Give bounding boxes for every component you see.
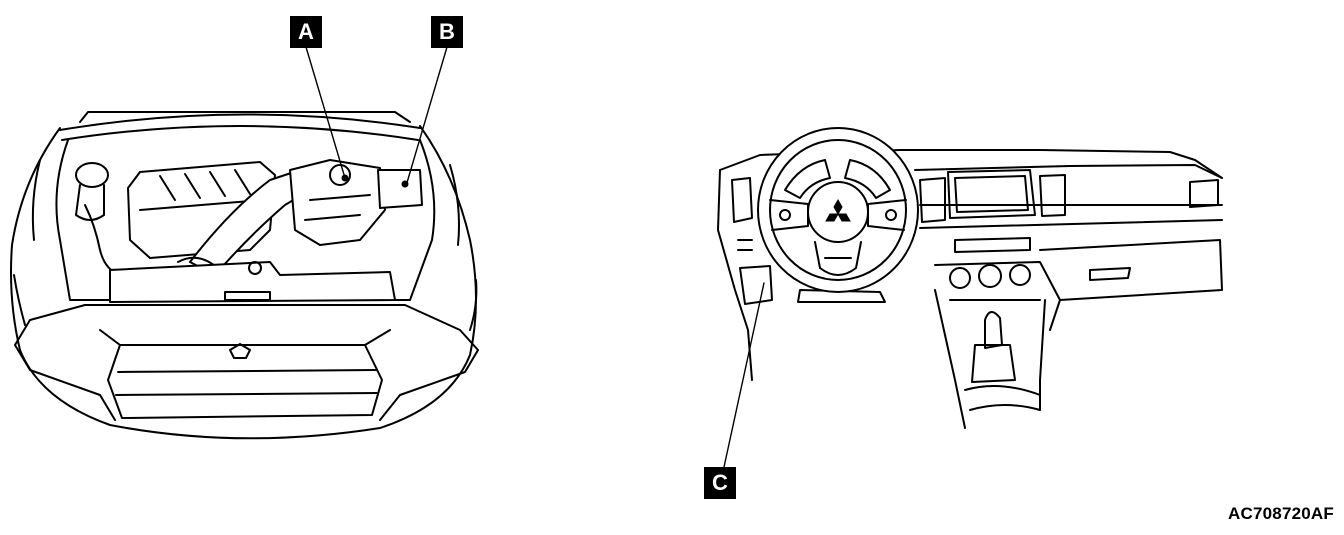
callout-c-label: C bbox=[712, 470, 728, 495]
callout-c: C bbox=[704, 467, 736, 499]
leader-line-c bbox=[723, 282, 765, 468]
callout-b: B bbox=[431, 16, 463, 48]
callout-a: A bbox=[290, 16, 322, 48]
figure-id: AC708720AF bbox=[1228, 504, 1334, 523]
callout-b-label: B bbox=[439, 19, 455, 44]
leader-line-a bbox=[305, 46, 346, 179]
callout-a-label: A bbox=[298, 19, 314, 44]
engine-bay-illustration bbox=[10, 111, 479, 440]
leader-line-b bbox=[405, 46, 448, 187]
dashboard-illustration bbox=[717, 127, 1223, 429]
